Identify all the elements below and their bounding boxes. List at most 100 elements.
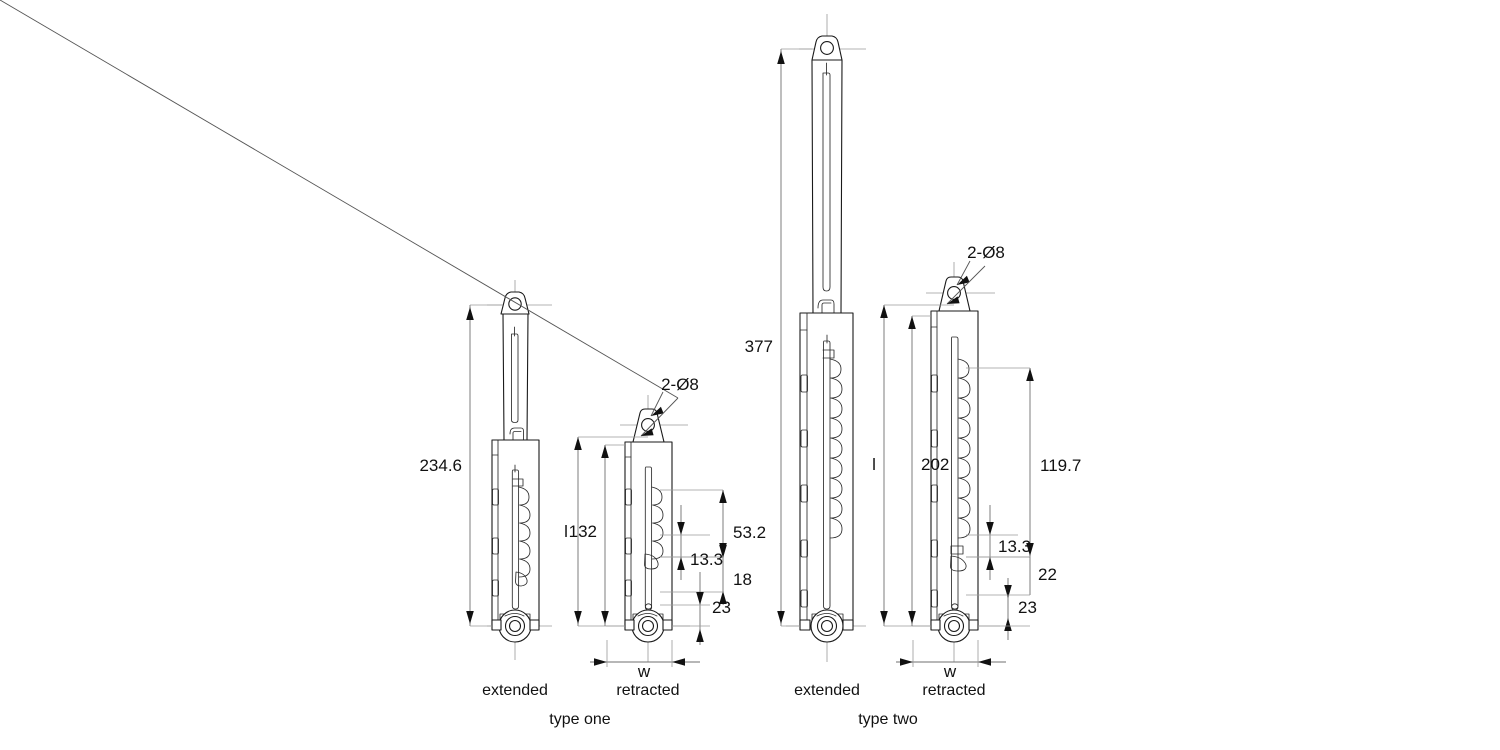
base-eye-cap	[943, 613, 964, 617]
rod-inner-slot	[822, 72, 831, 292]
cylinder-body	[799, 312, 854, 627]
arrow-head-up	[880, 305, 888, 318]
inner-guide-slot	[951, 336, 959, 610]
dim-text-hole-callout: 2-Ø8	[967, 243, 1005, 262]
cylinder-notch	[931, 374, 938, 393]
pawl-latch	[950, 555, 967, 572]
cylinder-body	[624, 441, 673, 627]
arrow-head-down	[719, 591, 727, 604]
rod-eye-bracket	[811, 35, 843, 61]
rod-end-hook-inner	[512, 431, 522, 441]
arrow-head-up	[601, 445, 609, 458]
base-eye-ring	[637, 615, 659, 637]
caption-type-one-retracted: retracted	[616, 682, 679, 699]
dim-text-width: w	[943, 662, 957, 681]
dim-text-tooth-span: 53.2	[733, 523, 766, 542]
base-eye-cap	[816, 613, 837, 617]
dim-text-retracted-length: 202	[921, 455, 949, 474]
group-label-type-one: type one	[549, 711, 610, 728]
base-eye-hole	[947, 619, 961, 633]
cylinder-notch	[625, 537, 632, 555]
cylinder-notch	[800, 484, 808, 503]
pawl-latch	[644, 553, 659, 570]
dim-text-tooth-span: 119.7	[1040, 456, 1081, 475]
arrow-head-left	[900, 658, 913, 666]
dim-text-overall-length: 234.6	[419, 456, 462, 475]
cylinder-top-lip	[799, 312, 808, 331]
pawl-latch	[515, 571, 528, 587]
leader-line-holes-upper	[650, 391, 664, 417]
pawl-collar	[950, 545, 964, 555]
dim-text-latch-offset: 22	[1038, 565, 1057, 584]
dim-text-latch-offset: 18	[733, 570, 752, 589]
dim-text-width: w	[637, 662, 651, 681]
base-eye-outer	[498, 609, 532, 643]
leader-line-holes-lower	[946, 265, 986, 305]
cylinder-notch	[931, 539, 938, 558]
arrow-head-up	[777, 51, 785, 64]
arrow-head-leader-lower	[641, 428, 654, 436]
cylinder-notch	[625, 488, 632, 506]
arrow-head-down	[908, 611, 916, 624]
base-eye-cap	[504, 613, 525, 617]
leader-line-holes-lower	[0, 0, 679, 399]
dim-text-base-offset: 23	[712, 598, 731, 617]
base-foot-left	[799, 619, 811, 631]
base-foot-right	[529, 619, 540, 631]
base-eye-hole	[641, 619, 655, 633]
ratchet-teeth-profile	[957, 358, 971, 539]
base-eye-outer	[810, 609, 844, 643]
base-eye-outer	[631, 609, 665, 643]
cylinder-notch	[492, 488, 499, 506]
piston-rod-tube	[502, 313, 529, 441]
view-type-two-extended: 377 extended	[745, 14, 866, 699]
arrow-head-up	[986, 557, 994, 570]
arrow-head-down	[777, 611, 785, 624]
arrow-head-down	[696, 592, 704, 605]
rod-end-hook-inner	[821, 302, 832, 314]
rod-inner-slot	[511, 333, 519, 423]
view-type-two-retracted: 2-Ø8 l 202 119.7 13.3 22	[872, 243, 1081, 699]
base-eye-hole	[820, 619, 834, 633]
base-eye-cap	[637, 613, 658, 617]
arrow-head-down	[1004, 585, 1012, 598]
caption-type-two-extended: extended	[794, 682, 860, 699]
rod-eye-hole	[820, 41, 834, 55]
inner-guide-slot	[511, 469, 520, 610]
dim-text-stroke-symbol: l	[564, 522, 568, 541]
dim-text-tooth-pitch: 13.3	[998, 537, 1031, 556]
inner-guide-slot	[823, 340, 831, 610]
ratchet-teeth-profile	[518, 486, 531, 578]
base-foot-right	[842, 619, 854, 631]
view-type-one-retracted: 2-Ø8 l 132 53.2 13.3 18	[0, 0, 766, 699]
rod-eye-bracket	[500, 291, 530, 315]
rod-end-hook	[817, 299, 835, 314]
dim-text-stroke-symbol: l	[872, 455, 876, 474]
arrow-head-up	[696, 629, 704, 642]
dim-text-hole-callout: 2-Ø8	[661, 375, 699, 394]
cylinder-top-lip	[491, 439, 499, 456]
leader-line-holes-upper	[956, 260, 971, 286]
arrow-head-down	[677, 522, 685, 535]
arrow-head-left	[594, 658, 607, 666]
slot-collar	[512, 478, 524, 487]
base-eye-ring	[816, 615, 838, 637]
arrow-head-up	[574, 437, 582, 450]
arrow-head-up	[466, 307, 474, 320]
arrow-head-right	[672, 658, 685, 666]
cylinder-notch	[931, 589, 938, 608]
arrow-head-right	[978, 658, 991, 666]
view-type-one-extended: 234.6 extended	[419, 280, 552, 699]
cylinder-top-lip	[624, 441, 632, 458]
dim-text-retracted-length: 132	[569, 522, 597, 541]
group-label-type-two: type two	[858, 711, 918, 728]
arrow-head-up	[719, 545, 727, 558]
base-foot-left	[624, 619, 635, 631]
cylinder-notch	[931, 484, 938, 503]
base-foot-left	[491, 619, 502, 631]
cylinder-notch	[625, 579, 632, 597]
arrow-head-leader-upper	[651, 406, 664, 416]
arrow-head-down	[986, 522, 994, 535]
